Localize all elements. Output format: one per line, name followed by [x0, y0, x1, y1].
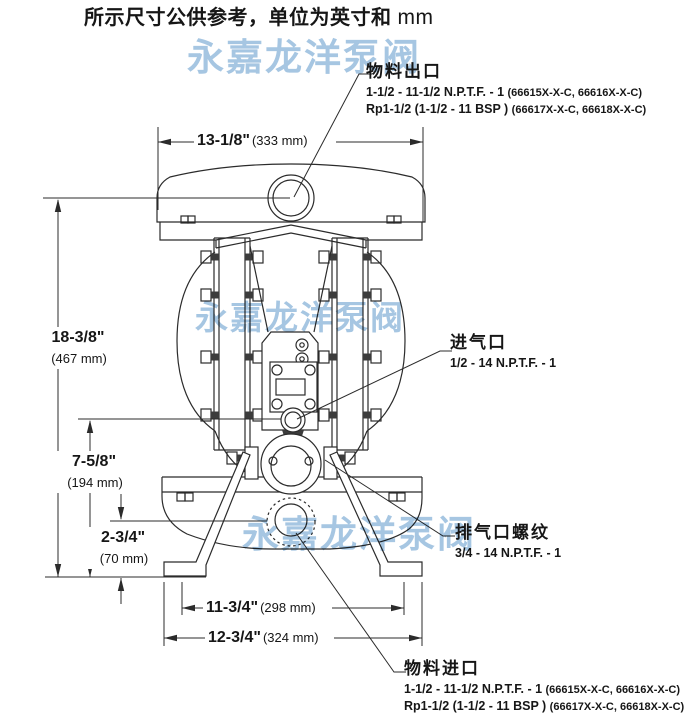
inlet-port-label: 物料进口 1-1/2 - 11-1/2 N.P.T.F. - 1 (66615X…: [404, 660, 684, 715]
exhaust-port-label: 排气口螺纹 3/4 - 14 N.P.T.F. - 1: [455, 524, 561, 561]
dim-inlet-height: 2-3/4" (70 mm): [84, 527, 162, 569]
inlet-npt-codes: (66615X-X-C, 66616X-X-C): [545, 684, 681, 696]
dim-bolt-width: 11-3/4"(298 mm): [203, 598, 319, 617]
exhaust-thread: 3/4 - 14 N.P.T.F. - 1: [455, 546, 562, 560]
dim-mm-value: (324 mm): [262, 630, 319, 645]
outlet-bsp-codes: (66617X-X-C, 66618X-X-C): [511, 104, 647, 116]
dim-air-inlet-height: 7-5/8" (194 mm): [45, 451, 143, 493]
dim-mm-value: (70 mm): [99, 551, 149, 566]
air-inlet-leader: [296, 350, 452, 420]
outlet-port-label: 物料出口 1-1/2 - 11-1/2 N.P.T.F. - 1 (66615X…: [366, 63, 646, 118]
dim-mm-value: (467 mm): [51, 351, 107, 366]
inlet-port-name: 物料进口: [404, 659, 480, 678]
dim-base-width: 12-3/4"(324 mm): [205, 628, 322, 647]
dim-overall-height: 18-3/8" (467 mm): [25, 327, 131, 369]
exhaust-leader: [324, 459, 455, 537]
top-manifold: [156, 163, 426, 223]
outlet-port-name: 物料出口: [366, 62, 442, 81]
legs: [163, 451, 423, 577]
dim-inch-value: 12-3/4": [208, 629, 261, 646]
dim-overall-width: 13-1/8"(333 mm): [194, 131, 311, 150]
air-inlet-name: 进气口: [450, 333, 507, 352]
dim-inch-value: 18-3/8": [51, 329, 105, 346]
dim-inch-value: 11-3/4": [206, 599, 259, 616]
dim-inch-value: 2-3/4": [100, 529, 146, 546]
outlet-npt-codes: (66615X-X-C, 66616X-X-C): [507, 87, 643, 99]
outlet-port: [267, 174, 315, 222]
inlet-bsp-thread: Rp1-1/2 (1-1/2 - 11 BSP ): [404, 699, 550, 713]
clamp-yoke: [215, 224, 367, 249]
dim-mm-value: (194 mm): [67, 475, 123, 490]
outlet-npt-thread: 1-1/2 - 11-1/2 N.P.T.F. - 1: [366, 85, 508, 99]
dim-mm-value: (333 mm): [251, 133, 308, 148]
inlet-bsp-codes: (66617X-X-C, 66618X-X-C): [549, 701, 685, 713]
muffler: [226, 433, 356, 495]
title-unit: mm: [397, 6, 434, 29]
dim-inch-value: 7-5/8": [71, 453, 117, 470]
inlet-leader: [295, 532, 406, 673]
inlet-npt-thread: 1-1/2 - 11-1/2 N.P.T.F. - 1: [404, 682, 546, 696]
outlet-leader: [293, 73, 372, 198]
outlet-bsp-thread: Rp1-1/2 (1-1/2 - 11 BSP ): [366, 102, 512, 116]
title-text: 所示尺寸公供参考，单位为英寸和: [84, 7, 392, 29]
air-inlet-label: 进气口 1/2 - 14 N.P.T.F. - 1: [450, 334, 556, 371]
pump-body: [156, 163, 426, 577]
clamp-bands: [213, 237, 369, 451]
air-valve-assembly: [249, 245, 333, 431]
air-inlet-thread: 1/2 - 14 N.P.T.F. - 1: [450, 356, 557, 370]
leader-lines: [293, 73, 455, 673]
exhaust-port-name: 排气口螺纹: [455, 523, 550, 542]
dim-mm-value: (298 mm): [260, 600, 316, 615]
material-inlet-port: [266, 497, 316, 547]
dim-inch-value: 13-1/8": [197, 132, 250, 149]
dimension-arrows: [54, 138, 423, 642]
